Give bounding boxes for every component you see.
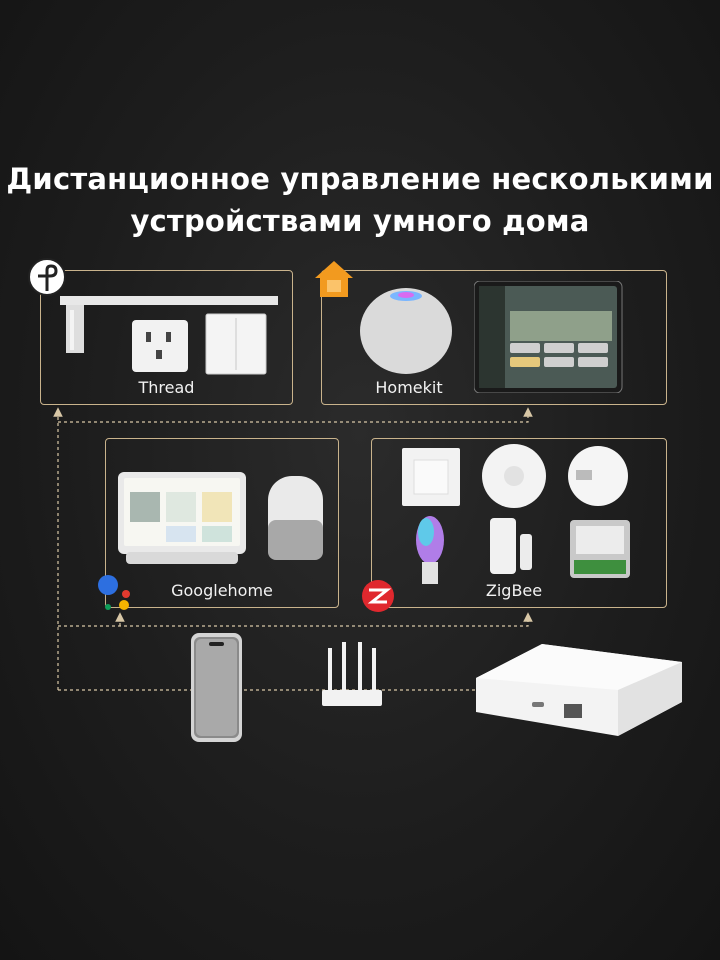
title-line-2: устройствами умного дома <box>130 204 590 238</box>
thread-logo-icon <box>28 258 66 296</box>
googlehome-label: Googlehome <box>171 581 273 600</box>
wifi-router <box>322 642 382 706</box>
nest-hub-and-speaker <box>118 472 323 564</box>
zigbee-label: ZigBee <box>485 581 543 600</box>
zigbee-logo-icon <box>362 580 394 612</box>
title-line-1: Дистанционное управление несколькими <box>6 162 714 196</box>
thread-label: Thread <box>138 378 195 397</box>
smartphone <box>191 633 242 742</box>
homekit-label: Homekit <box>375 378 443 397</box>
thread-card: Thread <box>40 270 293 405</box>
zigbee-devices <box>402 444 630 584</box>
ipad-home-app <box>474 281 623 393</box>
homekit-card: Homekit <box>321 270 667 405</box>
page-title: Дистанционное управление несколькими уст… <box>0 158 720 242</box>
zigbee-card: ZigBee <box>371 438 667 608</box>
googlehome-card: Googlehome <box>105 438 339 608</box>
homepod-mini <box>360 288 452 374</box>
google-assistant-icon <box>98 575 130 610</box>
thread-devices <box>60 296 278 375</box>
homekit-house-icon <box>315 261 353 297</box>
smart-hub-gateway <box>476 644 682 736</box>
